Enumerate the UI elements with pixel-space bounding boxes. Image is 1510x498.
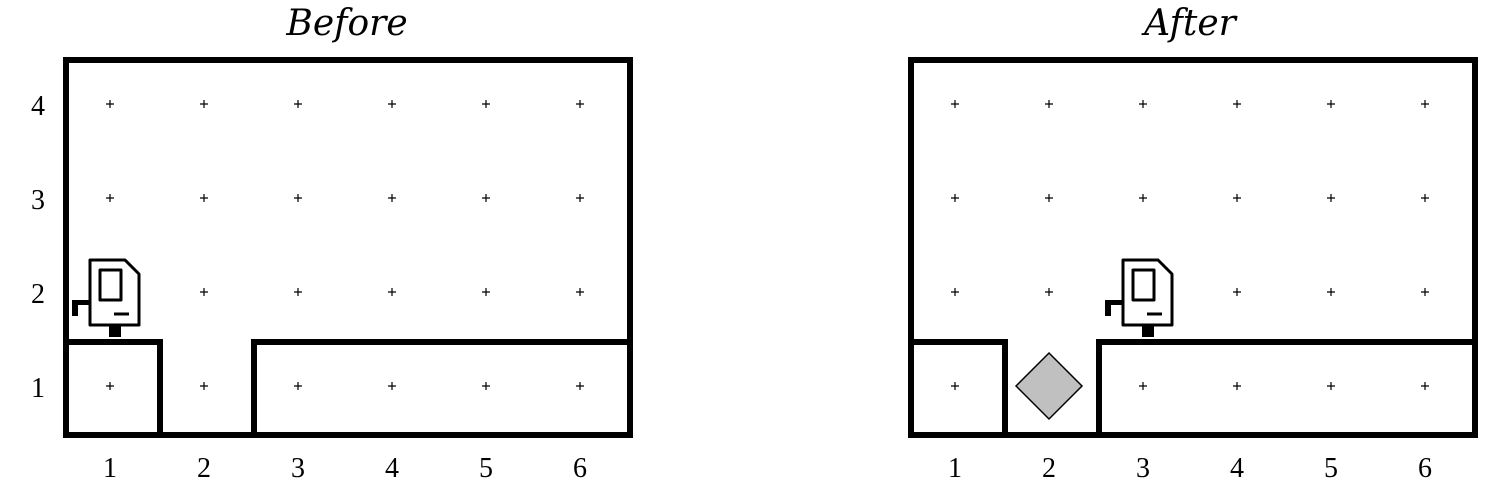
corner-marker [1327,382,1335,390]
after-title: After [1141,3,1237,44]
corner-marker [1233,100,1241,108]
wall-segment-left [63,339,163,438]
corner-marker [576,382,584,390]
column-label-5: 5 [479,453,493,484]
column-label-4: 4 [385,453,399,484]
corner-marker [951,288,959,296]
karel-robot-icon [72,258,141,337]
before-panel: Before 4 3 2 1 1 2 3 4 5 6 [31,3,633,484]
corner-marker [1421,100,1429,108]
column-label-1: 1 [948,453,962,484]
corner-marker [576,100,584,108]
column-label-5: 5 [1324,453,1338,484]
wall-segment-right [1096,339,1478,438]
column-label-3: 3 [1136,453,1150,484]
corner-marker [388,288,396,296]
corner-marker [1421,382,1429,390]
corner-marker [482,194,490,202]
corner-marker [200,100,208,108]
corner-marker [200,288,208,296]
corner-marker [951,382,959,390]
before-title: Before [285,3,407,44]
column-label-3: 3 [291,453,305,484]
column-label-6: 6 [1418,453,1432,484]
outer-wall [908,57,1478,438]
corner-marker [294,288,302,296]
beeper-icon [1014,351,1084,421]
corner-marker [482,382,490,390]
corner-marker [294,382,302,390]
column-label-6: 6 [573,453,587,484]
corner-marker [294,100,302,108]
corner-marker [576,288,584,296]
row-label-3: 3 [31,185,45,216]
row-label-2: 2 [31,279,45,310]
wall-segment-left [908,339,1008,438]
outer-wall [63,57,633,438]
after-panel: After 1 2 3 4 5 6 [908,3,1478,484]
corner-marker [106,382,114,390]
column-label-4: 4 [1230,453,1244,484]
wall-segment-right [251,339,633,438]
column-label-1: 1 [103,453,117,484]
corner-marker [1233,382,1241,390]
corner-marker [576,194,584,202]
corner-marker [1421,194,1429,202]
corner-marker [1421,288,1429,296]
karel-robot-icon [1105,258,1174,337]
corner-marker [1139,382,1147,390]
column-label-2: 2 [1042,453,1056,484]
column-label-2: 2 [197,453,211,484]
corner-marker [1139,194,1147,202]
row-label-1: 1 [31,373,45,404]
corner-marker [1327,100,1335,108]
corner-marker [200,382,208,390]
corner-markers [951,100,1429,390]
corner-marker [106,100,114,108]
corner-marker [951,100,959,108]
corner-marker [1233,194,1241,202]
corner-marker [1045,100,1053,108]
corner-marker [106,194,114,202]
row-label-4: 4 [31,91,45,122]
corner-marker [482,100,490,108]
corner-marker [388,194,396,202]
corner-marker [200,194,208,202]
corner-marker [1045,288,1053,296]
corner-marker [482,288,490,296]
corner-marker [1045,194,1053,202]
corner-marker [1233,288,1241,296]
corner-marker [388,100,396,108]
corner-markers [106,100,584,390]
corner-marker [388,382,396,390]
corner-marker [294,194,302,202]
corner-marker [1139,100,1147,108]
corner-marker [1327,288,1335,296]
corner-marker [1327,194,1335,202]
corner-marker [951,194,959,202]
